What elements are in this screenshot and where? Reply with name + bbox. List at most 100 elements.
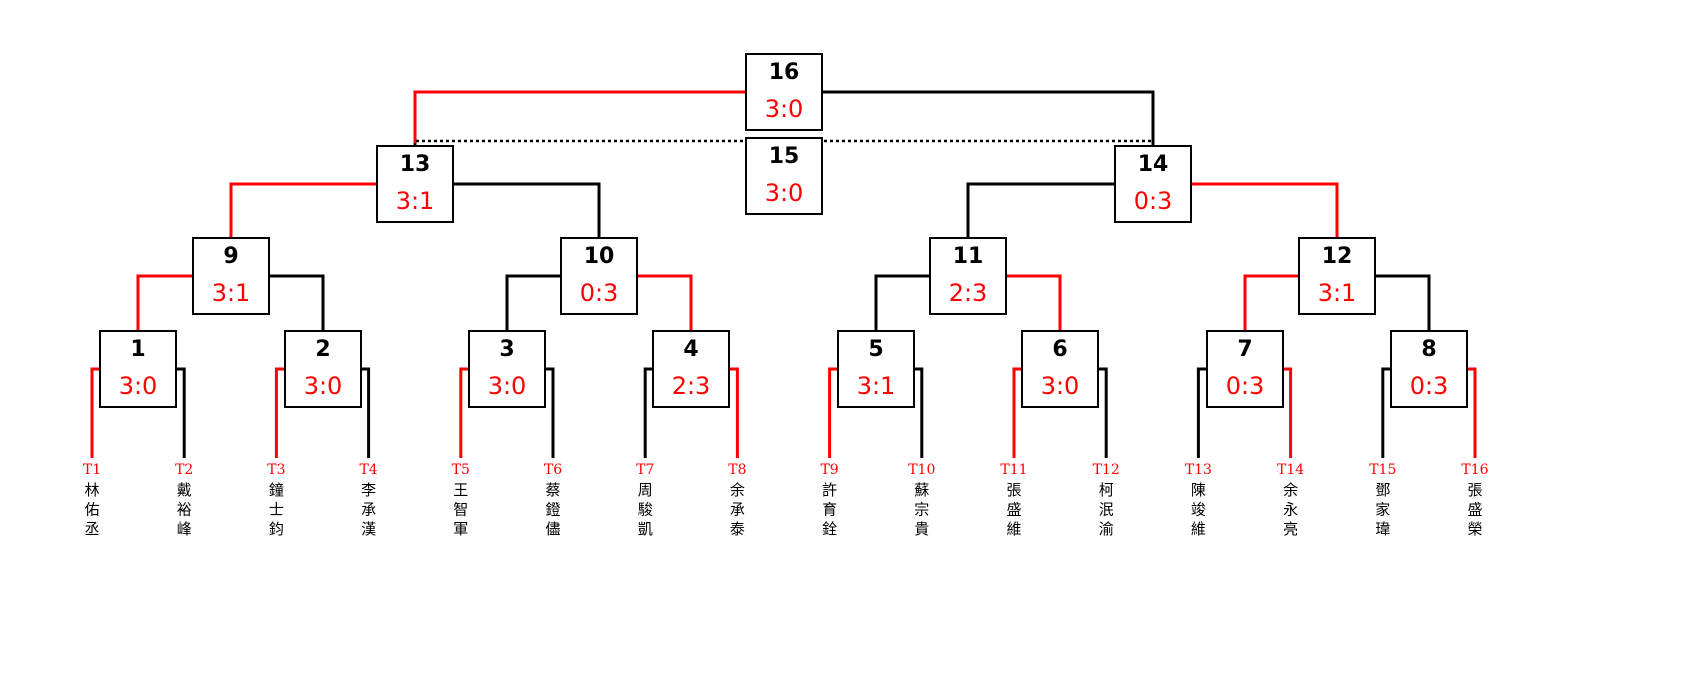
player-name-char: 竣: [1191, 501, 1206, 519]
connector-match-12-to-14: [1191, 182, 1339, 238]
match-box-frame: [837, 330, 915, 408]
match-number: 14: [1138, 152, 1169, 177]
match-number: 7: [1237, 337, 1252, 362]
player-name-char: 宗: [914, 501, 929, 519]
player-line-t1: [90, 367, 100, 458]
match-box-4: 42:3: [652, 330, 730, 408]
player-seed: T16: [1461, 462, 1488, 478]
player-seed: T15: [1369, 462, 1396, 478]
match-box-frame: [745, 137, 823, 215]
player-name-char: 鄧: [1375, 481, 1390, 499]
match-number: 1: [130, 337, 145, 362]
connector-match-6-to-11: [1006, 274, 1062, 331]
player-line-t9: [828, 367, 838, 458]
player-name-char: 駿: [638, 501, 653, 519]
player-name-char: 余: [730, 481, 745, 499]
player-name-char: 維: [1006, 520, 1021, 538]
connector-match-11-to-14: [966, 182, 1115, 238]
match-box-frame: [468, 330, 546, 408]
match-score: 3:0: [1041, 372, 1080, 400]
match-box-frame: [192, 237, 270, 315]
player-name-char: 智: [453, 501, 468, 519]
match-score: 3:1: [212, 279, 251, 307]
match-box-8: 80:3: [1390, 330, 1468, 408]
player-name-char: 維: [1191, 520, 1206, 538]
match-number: 15: [769, 144, 800, 169]
match-score: 3:1: [857, 372, 896, 400]
connector-match-7-to-12: [1243, 274, 1299, 331]
player-name-char: 周: [638, 481, 653, 499]
player-entries: T1林佑丞T2戴裕峰T3鐘士鈞T4李承漢T5王智軍T6蔡鐙儘T7周駿凱T8余承泰…: [83, 462, 1489, 538]
player-seed: T6: [544, 462, 562, 478]
match-box-frame: [560, 237, 638, 315]
match-box-10: 100:3: [560, 237, 638, 315]
player-seed: T14: [1277, 462, 1304, 478]
match-box-frame: [376, 145, 454, 223]
match-score: 3:1: [396, 187, 435, 215]
player-name-char: 育: [822, 501, 837, 519]
player-name-char: 戴: [177, 481, 192, 499]
player-line-t13: [1196, 367, 1207, 458]
match-box-15: 153:0: [745, 137, 823, 215]
match-box-14: 140:3: [1114, 145, 1192, 223]
player-name-char: 林: [84, 481, 99, 499]
match-score: 0:3: [1410, 372, 1449, 400]
player-line-t8: [729, 367, 739, 458]
player-line-t5: [459, 367, 469, 458]
match-box-frame: [652, 330, 730, 408]
player-name-char: 凱: [638, 520, 653, 538]
player-name-char: 鐙: [545, 501, 560, 519]
player-name-char: 張: [1006, 481, 1021, 499]
player-line-t15: [1381, 367, 1391, 458]
match-number: 13: [400, 152, 431, 177]
player-line-t2: [176, 367, 186, 458]
player-name-char: 家: [1375, 501, 1390, 519]
connector-match-2-to-9: [269, 274, 325, 331]
match-box-3: 33:0: [468, 330, 546, 408]
player-seed: T13: [1185, 462, 1212, 478]
match-box-1: 13:0: [99, 330, 177, 408]
match-number: 12: [1322, 244, 1353, 269]
match-number: 11: [953, 244, 984, 269]
player-name-char: 泯: [1099, 501, 1114, 519]
player-line-t6: [545, 367, 555, 458]
player-name-char: 銓: [822, 520, 837, 538]
match-number: 9: [223, 244, 238, 269]
match-score: 3:1: [1318, 279, 1357, 307]
match-score: 2:3: [672, 372, 711, 400]
player-seed: T3: [267, 462, 285, 478]
player-seed: T7: [636, 462, 654, 478]
match-score: 2:3: [949, 279, 988, 307]
player-name-char: 盛: [1006, 501, 1021, 519]
player-seed: T8: [728, 462, 746, 478]
match-score: 3:0: [765, 179, 804, 207]
player-name-char: 貴: [914, 520, 929, 538]
player-name-char: 盛: [1467, 501, 1482, 519]
connector-match-4-to-10: [637, 274, 693, 331]
player-name-char: 承: [361, 501, 376, 519]
player-name-char: 峰: [177, 520, 192, 538]
player-seed: T4: [359, 462, 377, 478]
match-box-12: 123:1: [1298, 237, 1376, 315]
match-box-frame: [1390, 330, 1468, 408]
player-seed: T5: [452, 462, 470, 478]
player-name-char: 亮: [1283, 520, 1298, 538]
match-number: 8: [1421, 337, 1436, 362]
match-score: 3:0: [119, 372, 158, 400]
match-box-6: 63:0: [1021, 330, 1099, 408]
connector-match-1-to-9: [136, 274, 193, 331]
player-seed: T1: [83, 462, 101, 478]
player-line-t3: [274, 367, 285, 458]
player-line-t4: [361, 367, 371, 458]
player-name-char: 士: [269, 501, 284, 519]
match-box-frame: [1114, 145, 1192, 223]
match-box-16: 163:0: [745, 53, 823, 131]
